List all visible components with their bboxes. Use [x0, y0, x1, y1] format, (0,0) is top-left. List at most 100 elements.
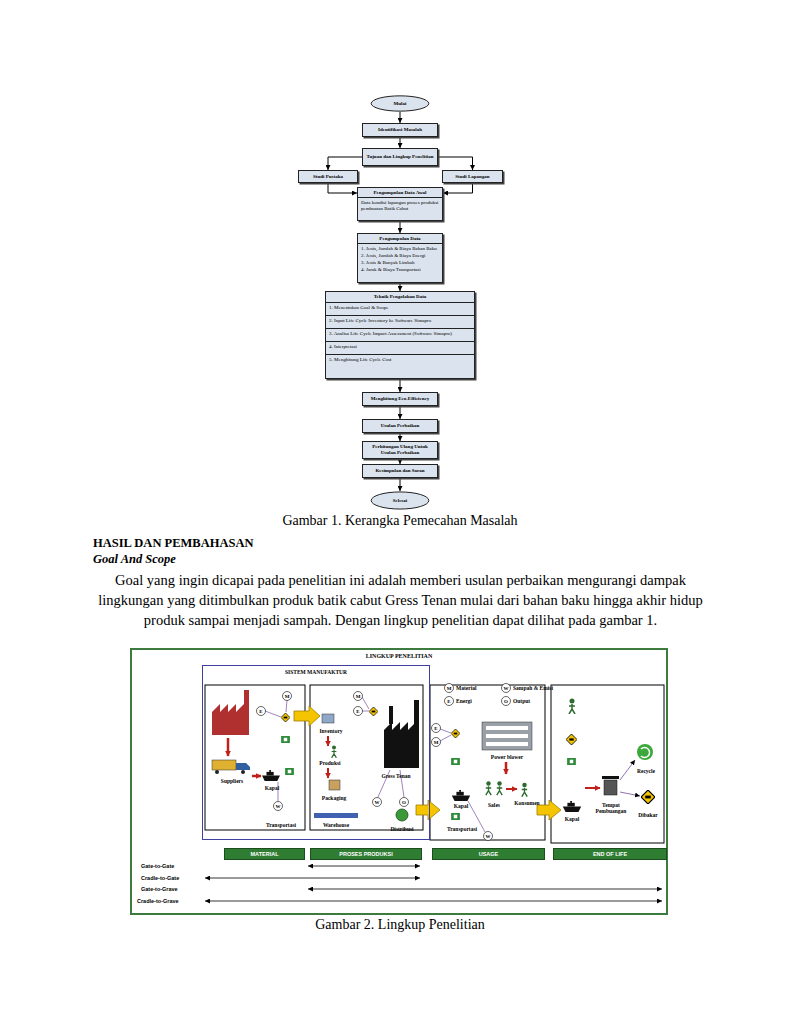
art-rect [486, 734, 528, 738]
art-use [451, 813, 460, 820]
art-use [451, 758, 460, 765]
art-use [369, 707, 378, 716]
flow-connector [400, 283, 401, 291]
art-use [285, 768, 294, 775]
art-use [566, 734, 577, 745]
callout-letter: O [402, 800, 406, 805]
art-line [227, 738, 230, 756]
art-line [506, 788, 517, 790]
text-label: Kapal [565, 816, 579, 822]
art-circle [373, 798, 382, 807]
text-label: Gate-to-Gate [141, 863, 174, 869]
art-use [569, 699, 575, 715]
text-label: Dibakar [638, 812, 658, 818]
text-label: Gambar 2. Lingkup Penelitian [315, 917, 485, 933]
node-heading: Menghitung Eco-Efficiency [366, 396, 434, 402]
process-box: Studi Pustaka [298, 170, 358, 183]
art-line [327, 736, 329, 746]
node-heading: PROSES PRODUKSI [339, 851, 392, 857]
art-circle [396, 809, 408, 821]
process-box: Tujuan dan Lingkup Penelitian [362, 148, 438, 166]
process-panels [205, 685, 664, 843]
art-polygon [212, 690, 249, 735]
callout-letter: M [356, 694, 361, 699]
art-rect [205, 685, 305, 830]
text-label: Warehouse [323, 822, 349, 828]
flow-connector [328, 157, 362, 170]
node-heading: Usulan Perbaikan [366, 423, 434, 429]
art-rect [430, 685, 545, 840]
art-circle [215, 770, 219, 774]
text-label: Konsumen [514, 800, 539, 806]
legend-entry: Sampah & Emisi [513, 685, 553, 691]
flow-arrows [294, 706, 561, 820]
callout-letter: W [375, 800, 380, 805]
callout-letter: W [276, 804, 281, 809]
art-circle [274, 802, 283, 811]
art-rect [310, 685, 423, 830]
node-heading: END OF LIFE [593, 851, 627, 857]
art-rect [212, 760, 236, 770]
art-use [497, 781, 502, 795]
text-label: Goal And Scope [93, 552, 176, 567]
node-body: 4. Jarak & Biaya Transportasi [358, 267, 442, 276]
ellipse-shape [371, 96, 429, 111]
art-line [362, 711, 369, 712]
text-label: HASIL DAN PEMBAHASAN [93, 536, 253, 551]
art-polygon [294, 706, 320, 726]
art-circle [637, 744, 653, 760]
node-heading: Tujuan dan Lingkup Penelitian [366, 154, 434, 160]
process-box: Perhitungan Ulang Untuk Usulan Perbaikan [362, 441, 438, 459]
callout-letter: W [486, 834, 491, 839]
process-box: Studi Lapangan [442, 170, 503, 183]
art-use [563, 801, 581, 812]
flow-connector [400, 406, 401, 419]
node-heading: Studi Lapangan [446, 174, 499, 180]
flow-connector [400, 112, 401, 123]
art-line [205, 878, 420, 879]
text-label: Produksi [319, 760, 340, 766]
node-heading: Pengumpulan Data [358, 234, 442, 244]
node-heading: Mulai [394, 101, 407, 106]
callout-letter: M [447, 686, 452, 691]
text-label: Gate-to-Grave [141, 886, 178, 892]
art-rect [486, 742, 528, 746]
node-body: Data kondisi lapangan proses produksi pe… [358, 198, 442, 214]
art-use [281, 713, 290, 722]
art-line [278, 782, 279, 801]
production-icons [314, 700, 419, 821]
node-body: 3. Analisa Life Cycle Impact Assessment … [326, 328, 474, 341]
node-heading: Identifikasi Masalah [366, 127, 434, 133]
art-use [451, 729, 460, 738]
art-polygon [416, 800, 440, 820]
art-line [327, 768, 329, 778]
art-use [641, 790, 655, 804]
node-heading: LINGKUP PENELITIAN [132, 650, 666, 659]
art-circle [241, 770, 245, 774]
callout-letter: E [259, 709, 262, 714]
stage-band: MATERIAL [224, 848, 305, 860]
node-heading: Studi Pustaka [302, 174, 354, 180]
art-line [308, 866, 420, 867]
art-path [641, 748, 650, 758]
scope-arrows [205, 866, 662, 901]
art-line [620, 792, 640, 796]
node-body: 1. Jenis, Jumlah & Biaya Bahan Baku [358, 244, 442, 253]
node-heading: MATERIAL [250, 851, 278, 857]
callout-letter: E [434, 726, 437, 731]
art-use [522, 783, 527, 797]
art-circle [354, 707, 363, 716]
art-polygon [384, 700, 419, 768]
node-body: 5. Menghitung Life Cycle Cost [326, 354, 474, 367]
material-icons [212, 690, 294, 781]
art-line [440, 729, 451, 733]
art-circle [283, 692, 292, 701]
callout-letter: E [447, 699, 450, 704]
text-label: Distribusi [390, 826, 413, 832]
stage-band: END OF LIFE [553, 848, 667, 860]
node-body: 1. Menentukan Goal & Scope [326, 302, 474, 315]
art-use [332, 746, 337, 758]
art-line [205, 901, 662, 902]
text-label: Sales [488, 802, 500, 808]
